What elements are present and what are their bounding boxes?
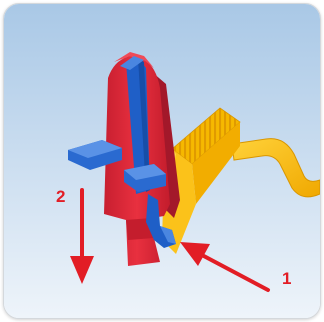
label-1: 1 [282,269,291,288]
illustration-frame: 2 1 [3,3,321,319]
label-2: 2 [56,187,65,206]
mechanism-diagram: 2 1 [4,4,320,318]
